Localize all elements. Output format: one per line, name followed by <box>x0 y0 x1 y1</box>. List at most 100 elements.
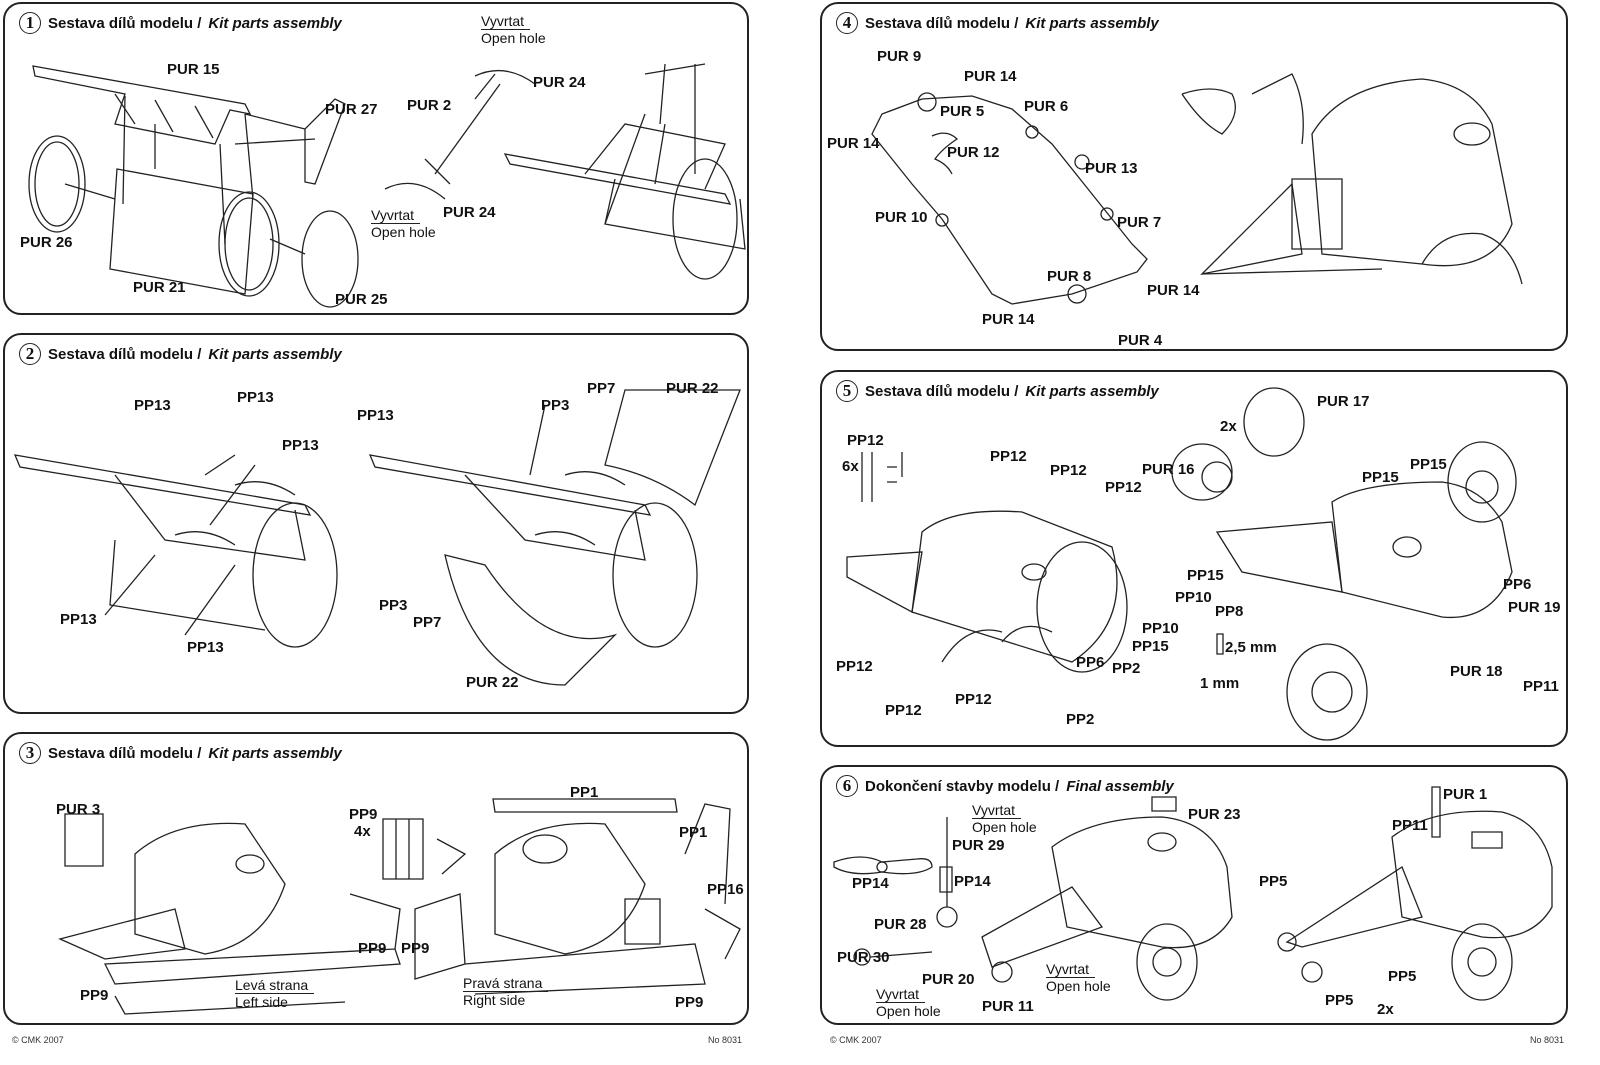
box-pur-3 <box>65 814 103 866</box>
part-label: PP10 <box>1142 620 1179 637</box>
hose-pur-14 <box>872 96 1147 304</box>
tank-final-left <box>1052 817 1232 948</box>
part-label: PP13 <box>237 389 274 406</box>
part-label: PP13 <box>282 437 319 454</box>
step-5-drawing <box>822 372 1568 747</box>
part-label: PP7 <box>587 380 616 397</box>
trailer-tank <box>1312 79 1512 266</box>
part-label: PUR 22 <box>466 674 519 691</box>
valve-pur-8 <box>1068 285 1086 303</box>
part-label: PUR 24 <box>533 74 586 91</box>
step-title-cs: Sestava dílů modelu / <box>865 382 1019 400</box>
part-label: PUR 15 <box>167 61 220 78</box>
step-3-header: 3 Sestava dílů modelu / Kit parts assemb… <box>19 742 342 764</box>
part-label: PP14 <box>954 873 991 890</box>
step-5-header: 5 Sestava dílů modelu / Kit parts assemb… <box>836 380 1159 402</box>
part-label: PP16 <box>707 881 744 898</box>
part-label: PP12 <box>847 432 884 449</box>
step-6-header: 6 Dokončení stavby modelu / Final assemb… <box>836 775 1174 797</box>
tyre-pur-17 <box>1244 388 1304 456</box>
part-label: PUR 16 <box>1142 461 1195 478</box>
step-number: 3 <box>19 742 41 764</box>
part-label: PP15 <box>1187 567 1224 584</box>
step-4-drawing <box>822 4 1568 351</box>
part-label: PP3 <box>541 397 570 414</box>
part-label: PUR 10 <box>875 209 928 226</box>
part-label: PUR 14 <box>827 135 880 152</box>
part-label: PP6 <box>1076 654 1105 671</box>
part-label: 4x <box>354 823 371 840</box>
part-label: PP13 <box>60 611 97 628</box>
part-label: PUR 1 <box>1443 786 1488 803</box>
panel-step-2: 2 Sestava dílů modelu / Kit parts assemb… <box>3 333 749 714</box>
step-2-header: 2 Sestava dílů modelu / Kit parts assemb… <box>19 343 342 365</box>
step-title-en: Kit parts assembly <box>208 744 342 762</box>
part-label: PUR 3 <box>56 801 101 818</box>
part-label: PUR 28 <box>874 916 927 933</box>
drill-note: Vyvrtat Open hole <box>972 802 1037 835</box>
part-label: PUR 19 <box>1508 599 1561 616</box>
step-title-cs: Sestava dílů modelu / <box>48 744 202 762</box>
step-title-en: Kit parts assembly <box>208 14 342 32</box>
part-label: PP13 <box>134 397 171 414</box>
coil-pur-12 <box>932 133 957 174</box>
part-label: PUR 9 <box>877 48 922 65</box>
drill-note: Vyvrtat Open hole <box>876 986 941 1019</box>
step-title-cs: Dokončení stavby modelu / <box>865 777 1060 795</box>
part-label: PUR 20 <box>922 971 975 988</box>
part-label: PP8 <box>1215 603 1244 620</box>
part-label: PUR 6 <box>1024 98 1069 115</box>
part-label: PUR 22 <box>666 380 719 397</box>
frame-pur-15 <box>33 66 250 144</box>
part-label: PUR 17 <box>1317 393 1370 410</box>
step-title-en: Kit parts assembly <box>208 345 342 363</box>
ring-pur-26 <box>29 136 85 232</box>
tank-body <box>110 169 253 294</box>
part-label: PP11 <box>1392 817 1428 834</box>
part-label: PUR 12 <box>947 144 1000 161</box>
step-4-header: 4 Sestava dílů modelu / Kit parts assemb… <box>836 12 1159 34</box>
part-label: PUR 30 <box>837 949 890 966</box>
part-label: PP9 <box>401 940 430 957</box>
drill-note: Vyvrtat Open hole <box>1046 961 1111 994</box>
part-label: PUR 24 <box>443 204 496 221</box>
step-2-drawing <box>5 335 749 714</box>
step-title-en: Final assembly <box>1066 777 1174 795</box>
wheel-pur-16 <box>1172 444 1232 500</box>
tank-right <box>495 823 645 954</box>
part-label: PP15 <box>1362 469 1399 486</box>
part-label: PP5 <box>1325 992 1354 1009</box>
part-label: PP14 <box>852 875 889 892</box>
step-title-en: Kit parts assembly <box>1025 382 1159 400</box>
copyright-right: © CMK 2007 <box>830 1035 882 1045</box>
step-title-cs: Sestava dílů modelu / <box>48 345 202 363</box>
part-label: PUR 2 <box>407 97 452 114</box>
step-title-cs: Sestava dílů modelu / <box>865 14 1019 32</box>
part-label: PP1 <box>570 784 599 801</box>
fender-pur-22-bottom <box>445 555 615 685</box>
step-number: 5 <box>836 380 858 402</box>
filler-right <box>1472 832 1502 848</box>
step-1-header: 1 Sestava dílů modelu / Kit parts assemb… <box>19 12 342 34</box>
part-label: PUR 21 <box>133 279 186 296</box>
part-label: PP15 <box>1410 456 1447 473</box>
part-label: PP12 <box>1105 479 1142 496</box>
valve-pur-5 <box>918 93 936 111</box>
part-label: PP12 <box>885 702 922 719</box>
catalog-number-right: No 8031 <box>1530 1035 1565 1045</box>
frame-left <box>15 455 310 515</box>
wheel-pur-28 <box>937 907 957 927</box>
filler-pur-23 <box>1152 797 1176 811</box>
part-label: PP2 <box>1112 660 1141 677</box>
part-label: PP9 <box>349 806 378 823</box>
part-label: PP13 <box>357 407 394 424</box>
step-3-drawing <box>5 734 749 1025</box>
panel-step-3: 3 Sestava dílů modelu / Kit parts assemb… <box>3 732 749 1025</box>
pp14-drawbar <box>834 857 932 874</box>
side-note: Pravá strana Right side <box>463 975 549 1008</box>
step-1-drawing <box>5 4 749 315</box>
part-label: 1 mm <box>1200 675 1240 692</box>
part-label: PP13 <box>187 639 224 656</box>
trailer-right <box>1332 482 1512 617</box>
part-label: PP12 <box>990 448 1027 465</box>
